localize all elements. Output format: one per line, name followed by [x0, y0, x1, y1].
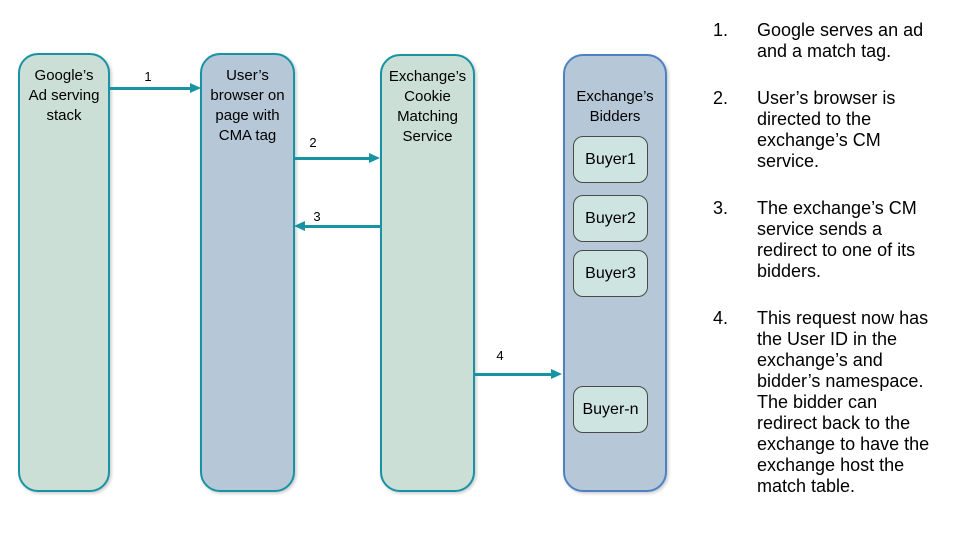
arrow-3-head-icon — [294, 221, 305, 231]
step-number: 4. — [713, 308, 729, 328]
arrow-2-label: 2 — [309, 135, 317, 150]
arrow-4-line — [473, 373, 553, 376]
arrow-4-label: 4 — [496, 348, 504, 363]
arrow-1-label: 1 — [144, 69, 152, 84]
arrow-2-head-icon — [369, 153, 380, 163]
buyer-box-1: Buyer1 — [573, 136, 648, 183]
step-text: This request now has the User ID in the … — [757, 308, 930, 496]
node-user-browser: User’s browser on page with CMA tag — [200, 53, 295, 492]
step-text: The exchange’s CM service sends a redire… — [757, 198, 917, 281]
node-exchange-bidders: Exchange’s Bidders Buyer1 Buyer2 Buyer3 … — [563, 54, 667, 492]
arrow-2-line — [295, 157, 371, 160]
step-item-1: 1. Google serves an ad and a match tag. — [713, 20, 960, 62]
step-item-2: 2. User’s browser is directed to the exc… — [713, 88, 960, 172]
buyer-box-2: Buyer2 — [573, 195, 648, 242]
arrow-4-head-icon — [551, 369, 562, 379]
step-list: 1. Google serves an ad and a match tag. … — [713, 20, 960, 523]
node-google-ad-serving-stack: Google’s Ad serving stack — [18, 53, 110, 492]
step-item-3: 3. The exchange’s CM service sends a red… — [713, 198, 960, 282]
arrow-1-line — [110, 87, 192, 90]
arrow-3-line — [305, 225, 380, 228]
buyer-box-n: Buyer-n — [573, 386, 648, 433]
arrow-1-head-icon — [190, 83, 201, 93]
arrow-3-label: 3 — [313, 209, 321, 224]
step-number: 1. — [713, 20, 729, 40]
step-item-4: 4. This request now has the User ID in t… — [713, 308, 960, 497]
node-exchange-bidders-label: Exchange’s Bidders — [576, 88, 654, 125]
buyer-box-3: Buyer3 — [573, 250, 648, 297]
step-text: User’s browser is directed to the exchan… — [757, 88, 896, 171]
step-text: Google serves an ad and a match tag. — [757, 20, 924, 61]
node-cookie-matching-service: Exchange’s Cookie Matching Service — [380, 54, 475, 492]
step-number: 3. — [713, 198, 729, 218]
step-number: 2. — [713, 88, 729, 108]
